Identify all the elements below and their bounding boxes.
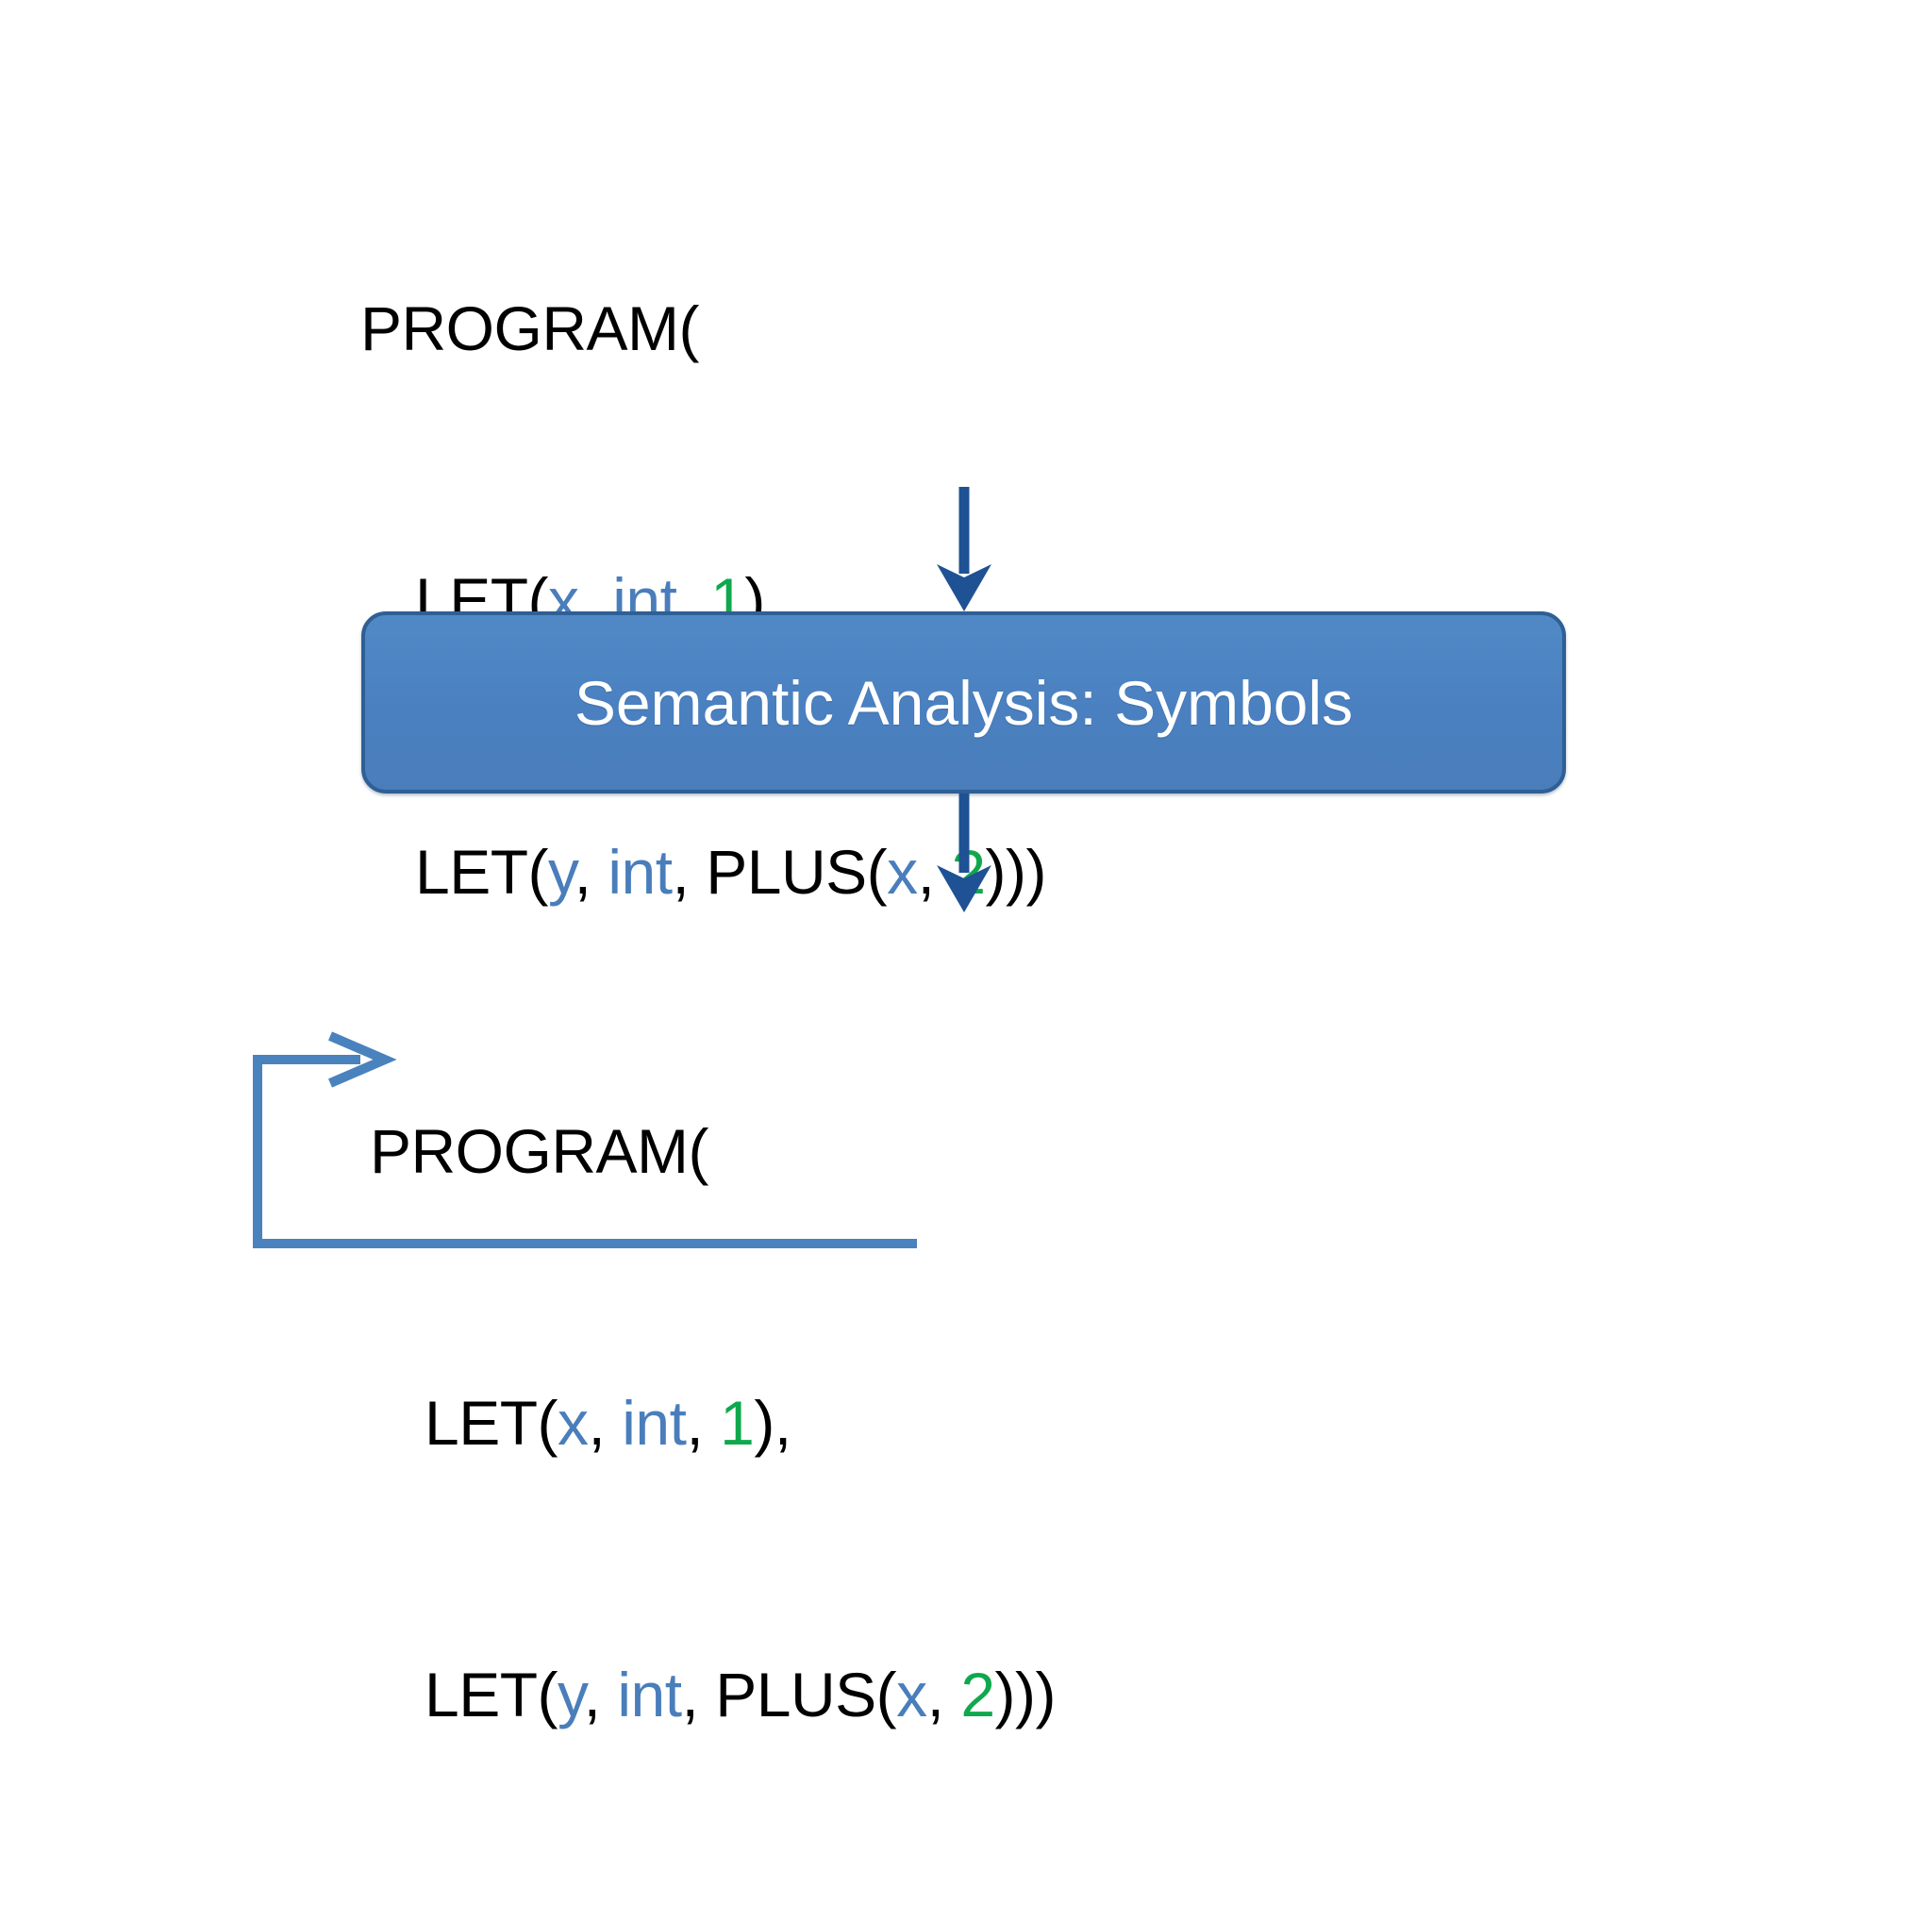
code-token-comma: ,: [672, 837, 707, 907]
code-token-plus-open: PLUS(: [715, 1660, 897, 1729]
code-token-comma: ,: [917, 837, 952, 907]
code-token-let-open: LET(: [425, 1388, 558, 1458]
code-token-plus-open: PLUS(: [706, 837, 888, 907]
code-token-identifier-x: x: [887, 837, 918, 907]
code-token-comma: ,: [686, 1388, 721, 1458]
code-token-type-int: int: [622, 1388, 687, 1458]
code-line: LET(y, int, PLUS(x, 2))): [370, 1649, 1056, 1740]
code-token-type-int: int: [608, 837, 673, 907]
code-token-close-parens: ))): [994, 1660, 1057, 1729]
code-token-program-open: PROGRAM(: [360, 293, 700, 363]
code-token-number-1: 1: [720, 1388, 755, 1458]
code-token-identifier-y: y: [558, 1660, 584, 1729]
code-token-number-2: 2: [960, 1660, 995, 1729]
code-token-comma: ,: [926, 1660, 961, 1729]
semantic-analysis-process-box[interactable]: Semantic Analysis: Symbols: [361, 611, 1566, 793]
diagram-canvas: PROGRAM( LET(x, int, 1), LET(y, int, PLU…: [253, 283, 1566, 1729]
code-line: PROGRAM(: [370, 1106, 1056, 1196]
code-token-program-open: PROGRAM(: [370, 1116, 709, 1186]
code-token-comma: ,: [574, 837, 608, 907]
code-token-let-open: LET(: [415, 837, 549, 907]
code-line: LET(x, int, 1),: [370, 1378, 1056, 1468]
output-ast-code-block: PROGRAM( LET(x, int, 1), LET(y, int, PLU…: [370, 925, 1056, 1921]
code-line: LET(y, int, PLUS(x, 2))): [360, 827, 1046, 917]
code-token-number-2: 2: [951, 837, 986, 907]
code-token-let-open: LET(: [425, 1660, 558, 1729]
code-token-identifier-x: x: [558, 1388, 589, 1458]
code-token-type-int: int: [617, 1660, 682, 1729]
code-token-close-parens: ))): [985, 837, 1047, 907]
code-token-comma: ,: [588, 1388, 623, 1458]
process-box-label: Semantic Analysis: Symbols: [574, 667, 1354, 738]
code-token-comma: ,: [583, 1660, 618, 1729]
code-token-identifier-y: y: [548, 837, 575, 907]
code-token-comma: ,: [681, 1660, 716, 1729]
code-token-identifier-x: x: [896, 1660, 927, 1729]
code-token-close-paren: ),: [754, 1388, 791, 1458]
code-line: PROGRAM(: [360, 283, 1046, 374]
